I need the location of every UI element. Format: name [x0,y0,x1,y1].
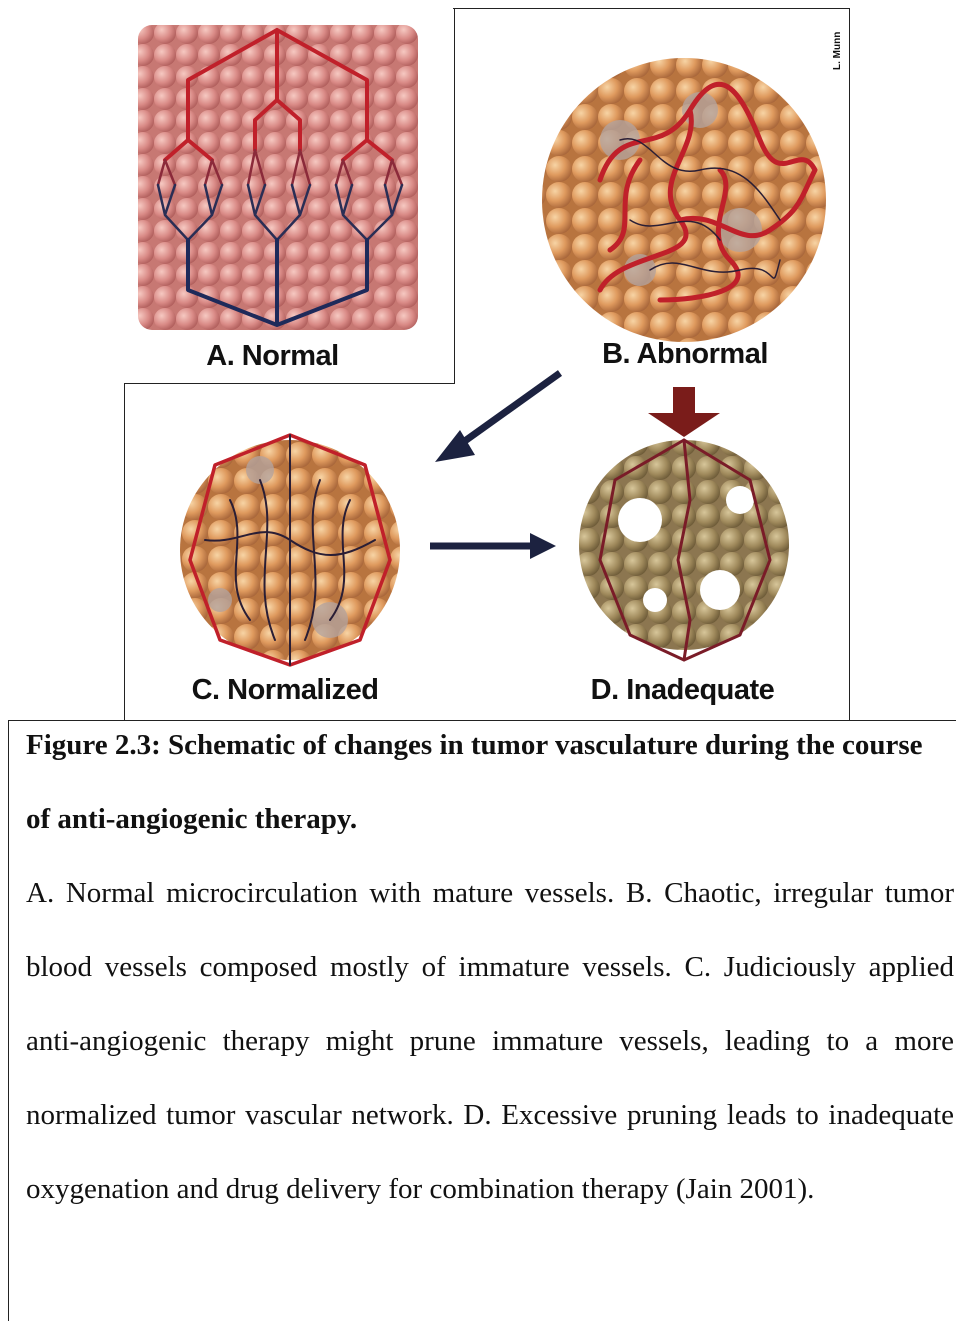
arrow-b-to-c [435,373,560,462]
caption-title: Figure 2.3: Schematic of changes in tumo… [26,708,931,856]
panel-a-illustration [0,0,956,720]
figure-credit: L. Munn [832,32,843,70]
arrow-b-to-d [648,387,720,437]
panel-a-label: A. Normal [170,340,375,373]
panel-d-label: D. Inadequate [570,674,795,707]
panel-b-label: B. Abnormal [580,338,790,371]
panel-c-label: C. Normalized [170,674,400,707]
panel-d-tissue [579,440,789,650]
caption-body: A. Normal microcirculation with mature v… [26,856,954,1226]
arrow-c-to-d [430,533,556,559]
